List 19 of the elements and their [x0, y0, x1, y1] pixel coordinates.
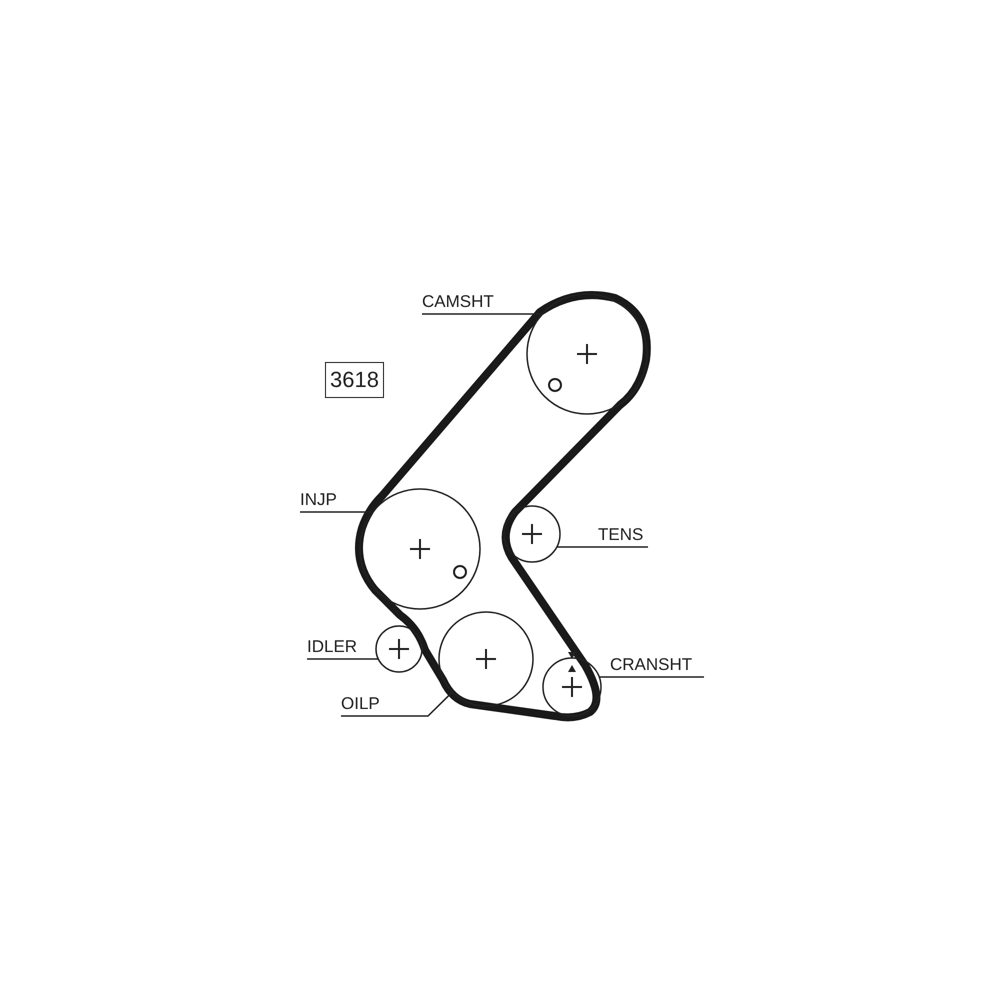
- part-label: OILP: [341, 694, 380, 714]
- pulley-drawing: [375, 625, 423, 673]
- pulley-drawing: [526, 293, 648, 415]
- part-label: IDLER: [307, 637, 358, 657]
- leader-line: [556, 546, 648, 548]
- pulley-drawing: [438, 611, 534, 707]
- pulley-drawing: [503, 505, 561, 563]
- part-label: CAMSHT: [422, 292, 494, 312]
- part-label: INJP: [300, 490, 337, 510]
- leader-line: [300, 511, 373, 513]
- pulley-drawing: [542, 657, 602, 717]
- leader-line: [599, 676, 704, 678]
- pulley-drawing: [359, 488, 481, 610]
- part-number: 3618: [325, 362, 384, 398]
- leader-line: [422, 313, 542, 315]
- part-label: CRANSHT: [610, 655, 692, 675]
- leader-line: [341, 691, 453, 717]
- part-label: TENS: [598, 525, 644, 545]
- leader-line: [307, 658, 378, 660]
